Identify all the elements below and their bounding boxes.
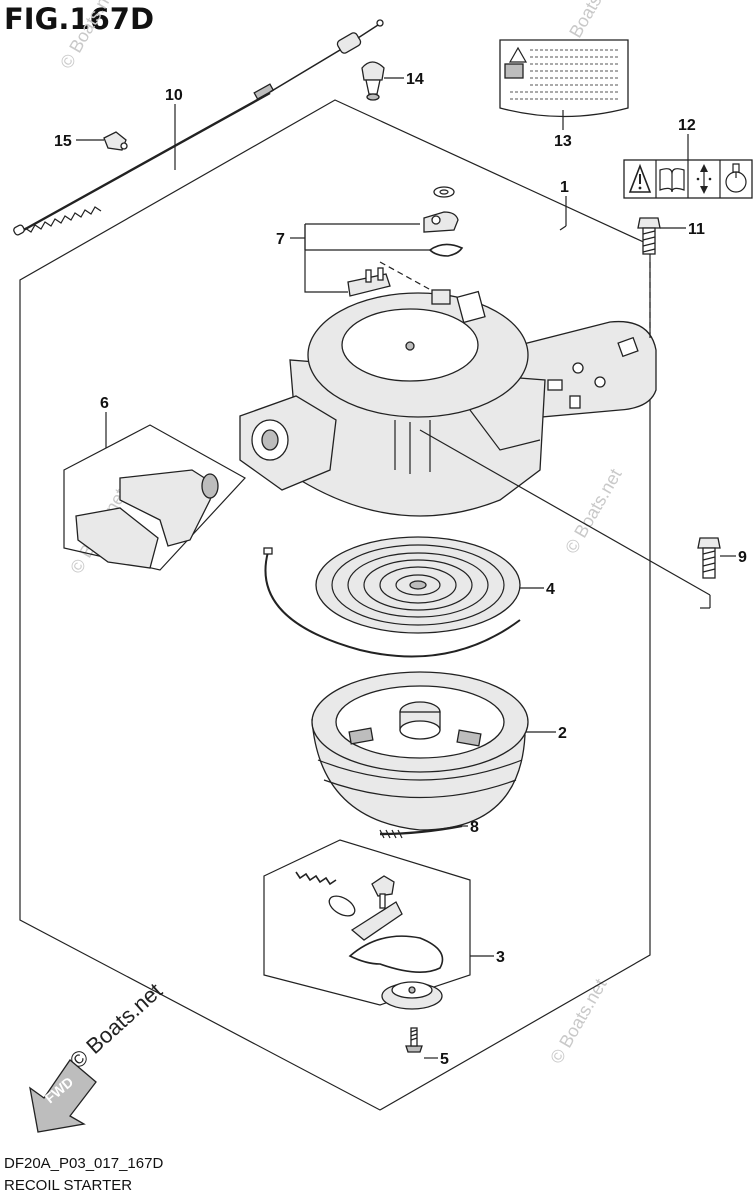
watermark-5: © Boats.net — [546, 975, 610, 1067]
callout-10: 10 — [165, 87, 183, 104]
part-11-bolt — [637, 217, 661, 255]
warning-icon — [628, 163, 652, 193]
part-2-reel — [311, 671, 529, 831]
callouts: 1 2 3 4 5 6 7 8 9 10 11 12 13 14 15 — [54, 71, 747, 1068]
callout-1: 1 — [560, 179, 569, 196]
callout-3: 3 — [496, 949, 505, 966]
fwd-arrow: FWD — [29, 1059, 97, 1133]
part-6-handle-group — [63, 424, 246, 571]
callout-8: 8 — [470, 819, 479, 836]
part-15-clip — [103, 131, 128, 151]
part-9-bolt — [697, 537, 721, 579]
figure-code: DF20A_P03_017_167D — [4, 1155, 164, 1172]
callout-9: 9 — [738, 549, 747, 566]
part-7-group — [304, 186, 464, 297]
figure-caption: RECOIL STARTER — [4, 1177, 133, 1194]
callout-4: 4 — [546, 581, 555, 598]
callout-2: 2 — [558, 725, 567, 742]
callout-11: 11 — [688, 221, 705, 238]
callout-5: 5 — [440, 1051, 449, 1068]
callout-15: 15 — [54, 133, 72, 150]
callout-6: 6 — [100, 395, 109, 412]
part-4-recoil-spring — [263, 536, 521, 658]
part-14-grommet — [361, 61, 385, 101]
pull-handle-icon — [725, 163, 747, 193]
part-1-starter-case — [239, 262, 657, 517]
part-10-cable — [13, 19, 384, 236]
part-3-ratchet-group — [263, 839, 471, 1010]
part-8-rope — [379, 824, 463, 839]
part-5-screw — [405, 1027, 423, 1053]
callout-13: 13 — [554, 133, 572, 150]
up-down-arrow-icon — [696, 164, 712, 194]
part-13-label — [499, 39, 629, 118]
callout-14: 14 — [406, 71, 424, 88]
callout-12: 12 — [678, 117, 696, 134]
watermark-6: © Boats.net — [65, 978, 167, 1074]
manual-icon — [659, 168, 685, 193]
watermark-4: © Boats.net — [561, 465, 625, 557]
watermark-1: © Boats.net — [56, 0, 120, 72]
part-12-decal — [623, 159, 753, 199]
callout-7: 7 — [276, 231, 285, 248]
figure-title: FIG.167D — [4, 2, 155, 36]
